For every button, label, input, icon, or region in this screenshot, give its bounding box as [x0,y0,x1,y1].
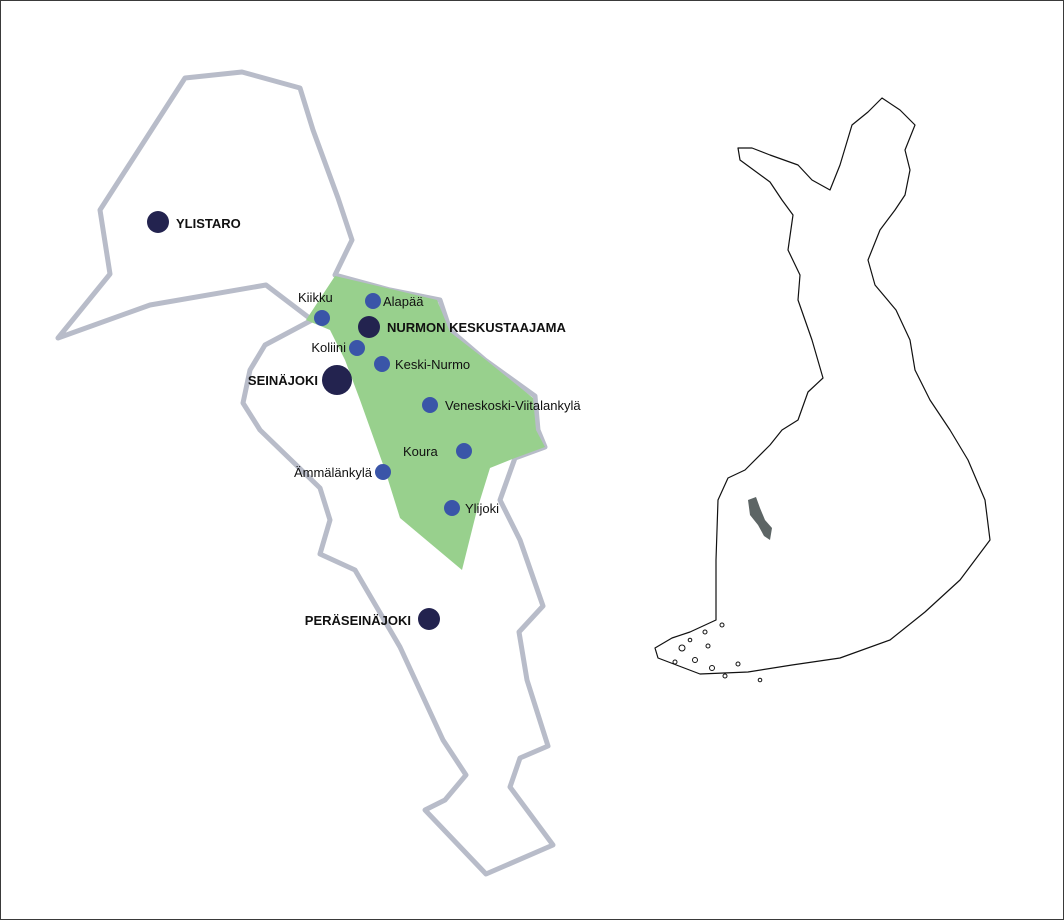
nurmon-keskustaajama-label: NURMON KESKUSTAAJAMA [387,320,566,335]
keski-nurmo-label: Keski-Nurmo [395,357,470,372]
seinajoki-label: SEINÄJOKI [248,373,318,388]
nurmo-area [306,276,545,570]
veneskoski-marker [422,397,438,413]
alapaa-label: Alapää [383,294,424,309]
koura-label: Koura [403,444,438,459]
archipelago [672,622,763,683]
finland-outline [654,97,991,675]
ylijoki-marker [444,500,460,516]
koliini-label: Koliini [311,340,346,355]
seinajoki-marker [322,365,352,395]
ylijoki-label: Ylijoki [465,501,499,516]
veneskoski-label: Veneskoski-Viitalankylä [445,398,581,413]
village-markers [314,293,472,516]
place-labels: YLISTARO NURMON KESKUSTAAJAMA SEINÄJOKI … [176,216,581,628]
finland-region-highlight [748,497,772,540]
koliini-marker [349,340,365,356]
keski-nurmo-marker [374,356,390,372]
peraseinajoki-marker [418,608,440,630]
major-centres [147,211,440,630]
peraseinajoki-label: PERÄSEINÄJOKI [305,613,411,628]
ylistaro-marker [147,211,169,233]
kiikku-label: Kiikku [298,290,333,305]
koura-marker [456,443,472,459]
kiikku-marker [314,310,330,326]
ammalankyla-label: Ämmälänkylä [294,465,373,480]
ammalankyla-marker [375,464,391,480]
alapaa-marker [365,293,381,309]
nurmon-keskustaajama-marker [358,316,380,338]
ylistaro-label: YLISTARO [176,216,241,231]
